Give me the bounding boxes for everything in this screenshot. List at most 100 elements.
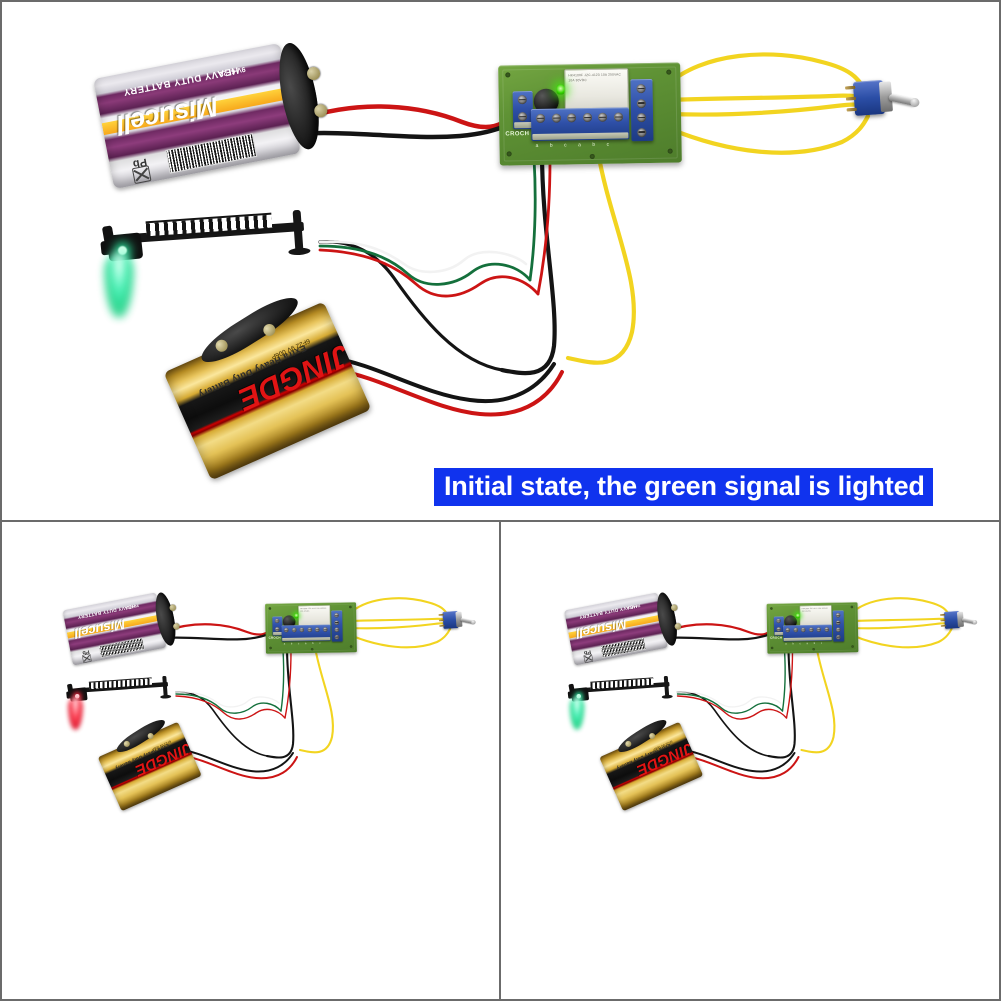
terminal-screw[interactable] [835, 620, 841, 625]
pcb-pin-labels: abcabc [785, 641, 828, 646]
terminal-block-switch[interactable] [331, 610, 343, 642]
terminal-screw[interactable] [835, 613, 841, 618]
wire-yellow-1 [347, 597, 450, 617]
battery-barcode [98, 637, 145, 658]
terminal-screw[interactable] [334, 634, 340, 640]
terminal-screw[interactable] [314, 627, 320, 632]
terminal-screw[interactable] [636, 98, 646, 108]
toggle-switch-lever[interactable] [888, 93, 918, 107]
wire-red-to-pcb [785, 650, 794, 719]
wire-white-signal [318, 240, 528, 274]
terminal-screw[interactable] [824, 627, 829, 632]
wire-black-lower [499, 149, 557, 376]
wire-white-signal [175, 691, 280, 708]
terminal-screw[interactable] [283, 627, 289, 633]
terminal-screw[interactable] [307, 627, 312, 633]
pcb-mount-hole-0 [505, 72, 511, 78]
relay-marking-text: HK4100F JZC-4123 10A 250VAC 10A 30VDC [801, 607, 829, 613]
terminal-screw[interactable] [334, 627, 340, 633]
terminal-screw[interactable] [776, 627, 782, 632]
terminal-block-signal[interactable] [782, 624, 833, 642]
signal-lamp-red [75, 694, 80, 699]
terminal-screw[interactable] [816, 627, 822, 632]
terminal-screw[interactable] [613, 112, 623, 122]
terminal-screw[interactable] [566, 113, 577, 123]
wire-black-to-signal [676, 691, 770, 757]
signal-light-beam-green [569, 697, 585, 730]
toggle-switch[interactable] [438, 605, 475, 635]
wire-red-battery-to-pcb [163, 623, 275, 636]
terminal-screw[interactable] [636, 113, 647, 123]
battery-pb-icon [583, 653, 594, 664]
caption-banner: Initial state, the green signal is light… [434, 468, 933, 507]
railway-signal [98, 208, 328, 318]
signal-lamp-green [118, 246, 127, 255]
terminal-screw[interactable] [322, 627, 328, 632]
terminal-screw[interactable] [785, 627, 791, 633]
wire-green-signal [175, 693, 282, 714]
terminal-screw[interactable] [808, 627, 814, 633]
battery-brand-label: Misucell [574, 616, 628, 641]
terminal-screw[interactable] [636, 84, 646, 94]
terminal-block-switch[interactable] [630, 78, 654, 142]
terminal-screw[interactable] [835, 627, 841, 633]
terminal-screw[interactable] [274, 627, 280, 632]
wire-black-battery-to-pcb [161, 631, 275, 641]
terminal-screw[interactable] [334, 613, 339, 618]
terminal-screw[interactable] [299, 627, 305, 633]
wire-black-to-signal [175, 691, 268, 757]
wire-yellow-4 [850, 627, 953, 649]
terminal-screw[interactable] [582, 112, 592, 123]
terminal-block-switch[interactable] [832, 610, 845, 642]
wire-black-lower [767, 645, 796, 759]
pcb-mount-hole-0 [770, 607, 773, 610]
terminal-screw[interactable] [776, 618, 781, 624]
terminal-screw[interactable] [637, 127, 647, 137]
terminal-screw[interactable] [517, 95, 527, 105]
terminal-block-signal[interactable] [530, 107, 630, 142]
wire-red-battery-to-pcb [665, 623, 776, 636]
terminal-screw[interactable] [836, 634, 841, 640]
terminal-block-signal[interactable] [281, 624, 331, 642]
wire-yellow-2 [348, 617, 450, 623]
pcb-mount-hole-0 [268, 607, 272, 610]
wire-green-signal [318, 244, 532, 286]
terminal-screw[interactable] [793, 627, 798, 633]
wire-red-to-pcb [284, 650, 292, 719]
wire-black-lower [265, 645, 295, 759]
relay-marking-text: HK4100F JZC-4123 10A 250VAC 10A 30VDC [568, 72, 622, 83]
battery-brand-label: Misucell [73, 616, 127, 641]
terminal-screw[interactable] [535, 113, 546, 123]
terminal-screw[interactable] [274, 618, 280, 624]
wire-red-battery-to-pcb [295, 104, 517, 130]
terminal-screw[interactable] [334, 620, 339, 625]
wire-yellow-signal-feed [565, 149, 636, 365]
toggle-switch[interactable] [940, 605, 977, 635]
terminal-screw[interactable] [291, 627, 297, 633]
terminal-lip [514, 122, 533, 129]
terminal-screw[interactable] [800, 627, 806, 633]
wire-yellow-2 [665, 93, 867, 103]
pcb-mount-hole-3 [667, 148, 673, 154]
wire-black-to-signal [318, 240, 504, 372]
terminal-screw[interactable] [551, 113, 561, 123]
battery-snap-positive [168, 603, 177, 612]
toggle-switch[interactable] [845, 68, 918, 128]
terminal-screw[interactable] [597, 112, 608, 122]
terminal-screw[interactable] [517, 112, 528, 122]
power-led-indicator [556, 84, 565, 95]
wire-yellow-3 [850, 622, 952, 630]
